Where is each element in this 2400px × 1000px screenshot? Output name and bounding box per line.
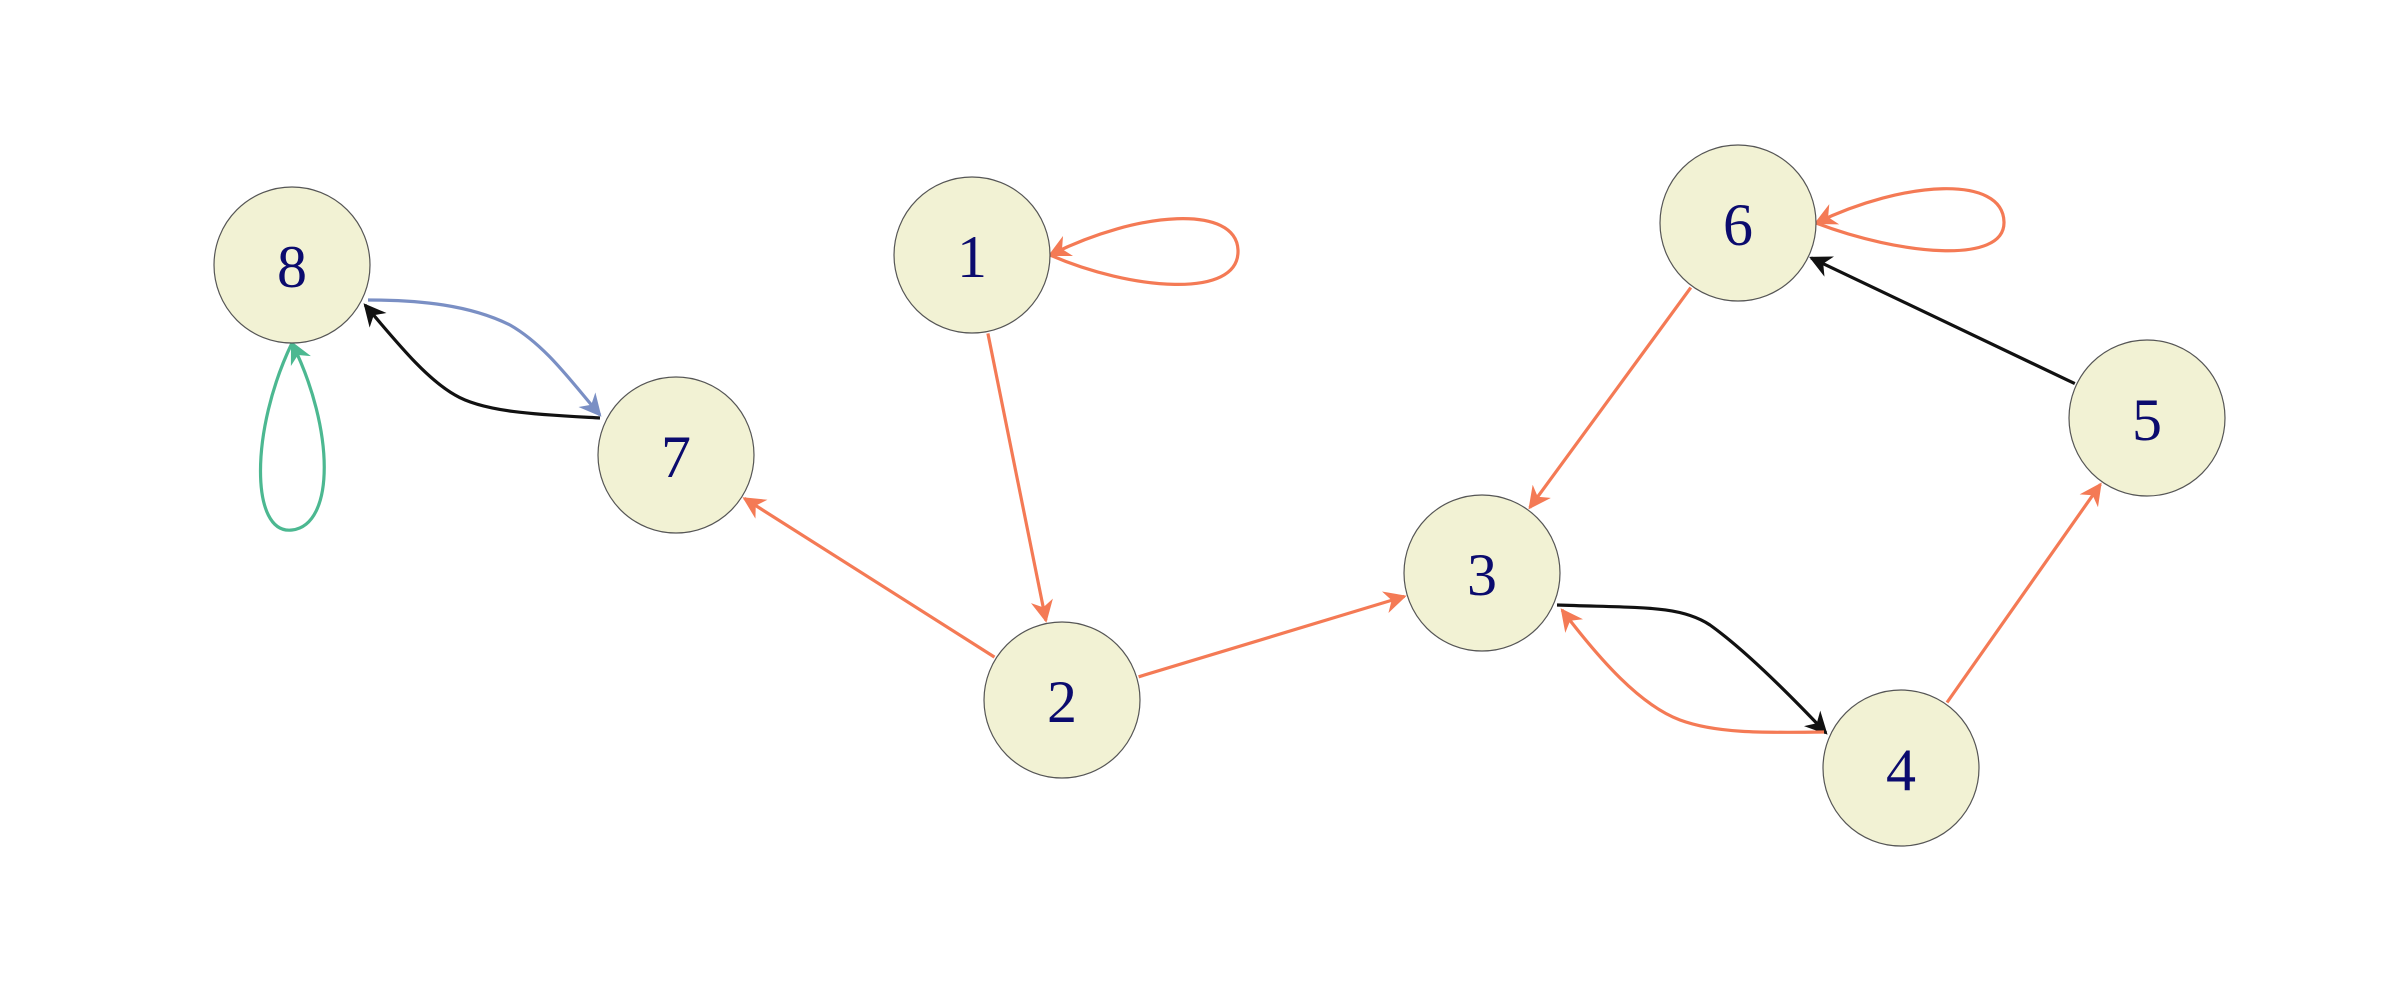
edge-5-to-6	[1809, 256, 2076, 386]
node-3: 3	[1403, 494, 1561, 652]
edge-7-to-8	[363, 303, 601, 420]
edge-2-to-3	[1138, 591, 1407, 679]
node-1: 1	[893, 176, 1051, 334]
node-8: 8	[213, 186, 371, 344]
edge-6-to-6	[1813, 187, 2006, 253]
edge-8-to-8	[258, 340, 326, 532]
node-7-label: 7	[661, 424, 691, 490]
node-7: 7	[597, 376, 755, 534]
edge-1-to-2	[986, 333, 1053, 623]
node-2-label: 2	[1047, 669, 1077, 735]
edge-1-to-1	[1047, 217, 1240, 286]
node-8-circle	[213, 186, 371, 344]
edges-layer	[258, 187, 2102, 735]
node-6-label: 6	[1723, 192, 1753, 258]
node-3-circle	[1403, 494, 1561, 652]
node-5-circle	[2068, 339, 2226, 497]
node-6: 6	[1659, 144, 1817, 302]
edge-4-to-5	[1945, 482, 2102, 704]
node-6-circle	[1659, 144, 1817, 302]
node-3-label: 3	[1467, 542, 1497, 608]
edge-2-to-7	[742, 497, 996, 659]
edge-8-to-7	[367, 298, 602, 417]
node-4-label: 4	[1886, 737, 1916, 803]
node-4: 4	[1822, 689, 1980, 847]
edge-3-to-4	[1556, 603, 1828, 735]
node-1-label: 1	[957, 224, 987, 290]
edge-6-to-3	[1528, 286, 1693, 510]
node-7-circle	[597, 376, 755, 534]
node-2-circle	[983, 621, 1141, 779]
node-4-circle	[1822, 689, 1980, 847]
nodes-layer: 1 2 3 4 5 6 7 8	[213, 144, 2226, 847]
node-5-label: 5	[2132, 387, 2162, 453]
node-1-circle	[893, 176, 1051, 334]
edge-4-to-3	[1560, 608, 1825, 734]
node-5: 5	[2068, 339, 2226, 497]
node-8-label: 8	[277, 234, 307, 300]
node-2: 2	[983, 621, 1141, 779]
